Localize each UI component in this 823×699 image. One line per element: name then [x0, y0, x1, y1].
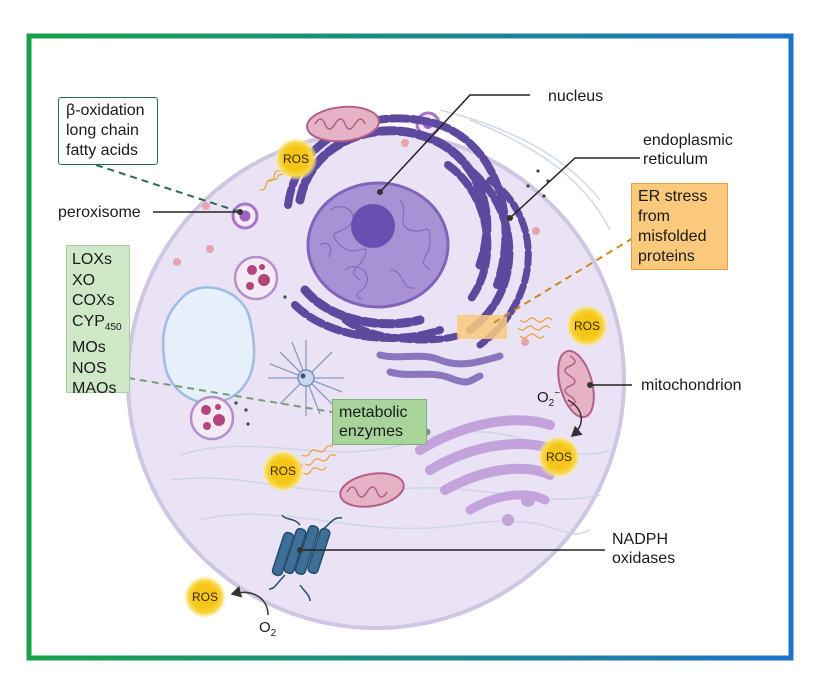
nucleus-label: nucleus	[548, 88, 604, 105]
o2-outer-sub: 2	[270, 628, 277, 639]
er-stress-line2: from	[638, 208, 670, 225]
ros-molecule-3: ROS	[262, 450, 304, 492]
ros-label: ROS	[270, 464, 296, 478]
o2-outer-label: O2	[259, 618, 276, 643]
lysosome-lower	[189, 395, 235, 441]
ros-molecule-1: ROS	[275, 138, 317, 180]
beta-ox-line3: fatty acids	[66, 142, 139, 159]
frame-border	[26, 33, 794, 661]
ros-molecule-4: ROS	[538, 436, 580, 478]
nucleolus	[351, 204, 395, 248]
leader-dots	[237, 189, 593, 553]
beta-ox-line1: β-oxidation	[66, 102, 145, 119]
beta-ox-line2: long chain	[66, 122, 139, 139]
o2-to-ros-arrow-outer	[230, 585, 269, 616]
enzyme-cyp-sub: 450	[104, 321, 122, 333]
er-label-line2: reticulum	[643, 151, 708, 168]
er-label-line1: endoplasmic	[643, 132, 733, 149]
mitochondrion-bottom	[339, 472, 405, 508]
beta-oxidation-box: β-oxidation long chain fatty acids	[58, 97, 158, 165]
o2-inner-sub: 2	[548, 398, 555, 409]
ros-label: ROS	[574, 319, 600, 333]
metabolic-enzymes-box: metabolic enzymes	[332, 399, 427, 445]
metabolic-line2: enzymes	[339, 423, 404, 440]
metabolic-line1: metabolic	[339, 404, 408, 421]
mitochondrion-top	[306, 105, 380, 143]
er-stress-line1: ER stress	[638, 188, 708, 205]
mitochondrion-label: mitochondrion	[641, 377, 742, 394]
enzyme-mos: MOs	[72, 339, 106, 357]
smooth-er	[376, 351, 504, 386]
enzyme-coxs: COXs	[72, 292, 115, 309]
er-stress-line4: proteins	[638, 248, 695, 265]
nucleus	[306, 181, 450, 309]
ros-label: ROS	[546, 450, 572, 464]
o2-inner-label: O2−	[537, 384, 560, 413]
peroxisome	[231, 202, 259, 230]
enzyme-nos: NOS	[72, 359, 107, 377]
nadph-label-line2: oxidases	[612, 550, 676, 567]
mitochondrion-right	[557, 349, 595, 419]
ros-label: ROS	[192, 590, 218, 604]
dashed-leaders	[95, 164, 634, 413]
er-stress-box: ER stress from misfolded proteins	[631, 183, 728, 270]
centrosome	[268, 340, 344, 416]
enzyme-maos: MAOs	[72, 380, 117, 398]
lysosome-upper	[233, 255, 279, 301]
er-stress-line3: misfolded	[638, 228, 707, 245]
enzyme-cyp-main: CYP	[72, 312, 105, 330]
nadph-label-line1: NADPH	[612, 531, 669, 548]
o2-inner-o: O	[537, 389, 549, 406]
ros-molecule-2: ROS	[566, 305, 608, 347]
o2-inner-sup: −	[554, 388, 561, 399]
peroxisome-label: peroxisome	[58, 204, 141, 221]
ros-molecule-5: ROS	[184, 576, 226, 618]
o2-outer-o: O	[259, 619, 271, 636]
ros-label: ROS	[283, 152, 309, 166]
enzymes-box: LOXs XO COXs CYP450 MOs NOS MAOs	[66, 245, 130, 397]
leader-lines	[153, 94, 640, 551]
er-stress-highlight	[457, 315, 507, 339]
o2-to-ros-arrow-inner	[567, 399, 583, 437]
ros-emission-lines	[259, 159, 553, 475]
enzyme-cyp: CYP450	[72, 312, 124, 339]
enzyme-loxs: LOXs	[72, 251, 113, 268]
enzyme-xo: XO	[72, 271, 96, 289]
